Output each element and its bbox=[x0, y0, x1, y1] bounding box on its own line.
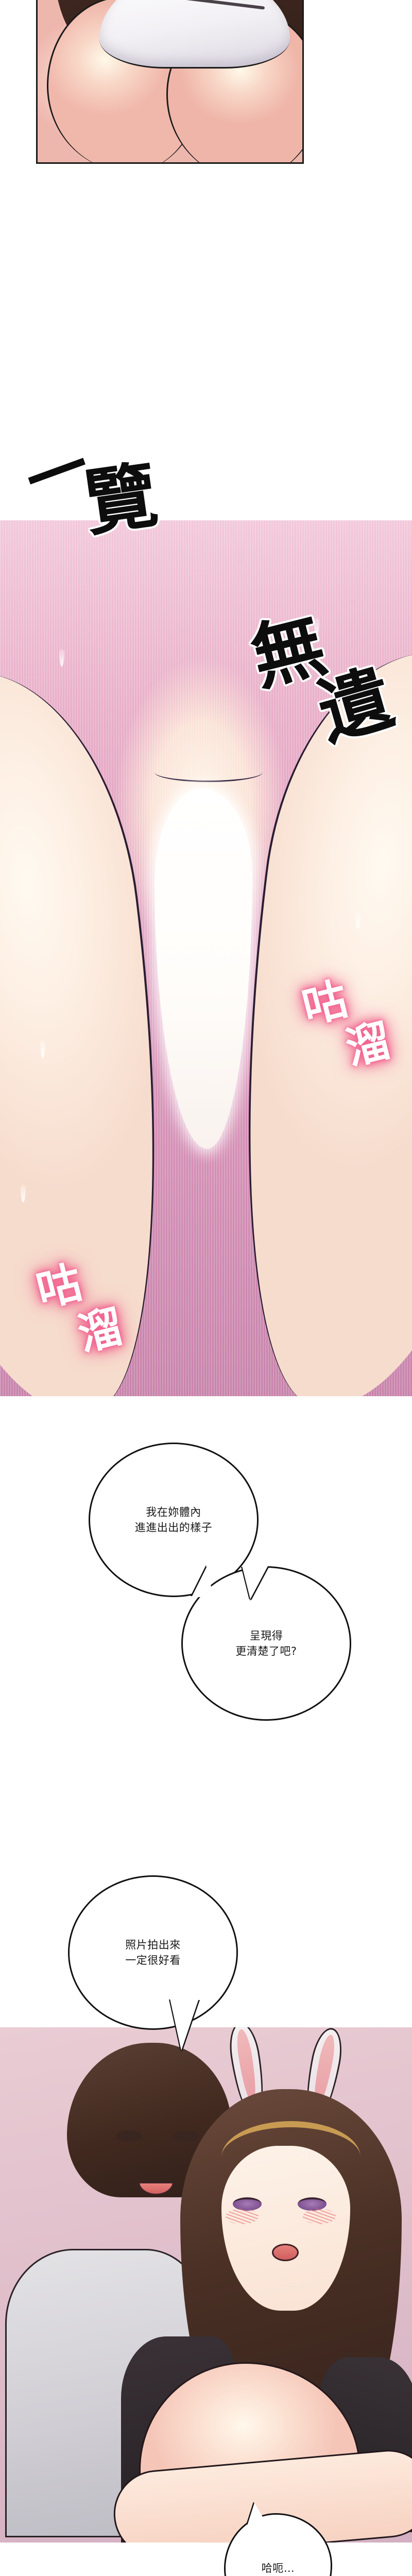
speech-bubble-4-text: 哈呃… bbox=[261, 2562, 295, 2575]
panel-couple bbox=[0, 2027, 412, 2543]
panel-pink-closeup bbox=[0, 520, 412, 1396]
blush-left bbox=[226, 2209, 259, 2224]
speech-bubble-1: 我在妳體內 進進出出的樣子 bbox=[89, 1443, 259, 1597]
sweat-drop bbox=[21, 1185, 26, 1202]
sweat-drop bbox=[40, 1041, 45, 1058]
woman-eye-left bbox=[233, 2197, 262, 2211]
speech-bubble-1-text: 我在妳體內 進進出出的樣子 bbox=[134, 1505, 213, 1534]
bubble-tail bbox=[170, 1999, 199, 2050]
speech-bubble-3-text: 照片拍出來 一定很好看 bbox=[125, 1938, 181, 1967]
woman-face bbox=[221, 2146, 350, 2311]
bubble-tail bbox=[242, 1566, 268, 1599]
sweat-drop bbox=[355, 912, 360, 929]
panel-top-crop bbox=[36, 0, 304, 164]
crease-line bbox=[154, 762, 263, 782]
speech-bubble-3: 照片拍出來 一定很好看 bbox=[68, 1875, 238, 2030]
woman-eye-right bbox=[298, 2197, 327, 2211]
white-shirt bbox=[99, 0, 290, 69]
sweat-drop bbox=[59, 649, 64, 667]
blush-right bbox=[303, 2209, 336, 2224]
sfx-lan: 覽 bbox=[79, 453, 163, 547]
woman-mouth bbox=[272, 2244, 299, 2261]
man-eye-left bbox=[116, 2130, 142, 2142]
speech-bubble-2-text: 呈現得 更清楚了吧? bbox=[235, 1629, 297, 1657]
bubble-tail bbox=[247, 2503, 268, 2526]
bubble-tail bbox=[192, 1566, 213, 1597]
sweat-drop bbox=[314, 618, 319, 636]
man-eye-right bbox=[173, 2130, 198, 2142]
